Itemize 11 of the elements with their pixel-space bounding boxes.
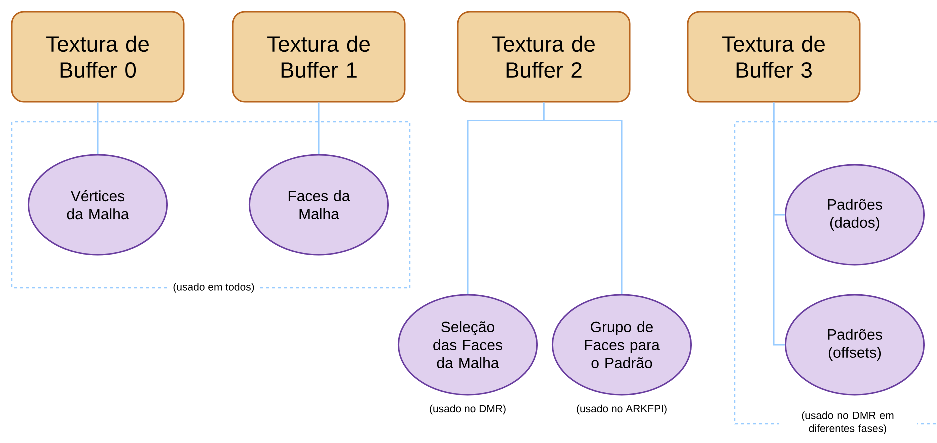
connector-line bbox=[97, 102, 99, 154]
buffer-box: Textura de Buffer 0 bbox=[11, 11, 185, 103]
connector-line bbox=[318, 102, 320, 154]
buffer-box: Textura de Buffer 3 bbox=[687, 11, 861, 103]
connector-line bbox=[773, 102, 785, 346]
connector-line bbox=[543, 102, 623, 294]
node-label: (usado no DMR em diferentes fases) bbox=[802, 412, 894, 434]
note-text: (usado no DMR) bbox=[430, 404, 506, 415]
note-text: (usado no ARKFPI) bbox=[577, 404, 667, 415]
buffer-box: Textura de Buffer 1 bbox=[232, 11, 406, 103]
buffer-box: Textura de Buffer 2 bbox=[457, 11, 631, 103]
